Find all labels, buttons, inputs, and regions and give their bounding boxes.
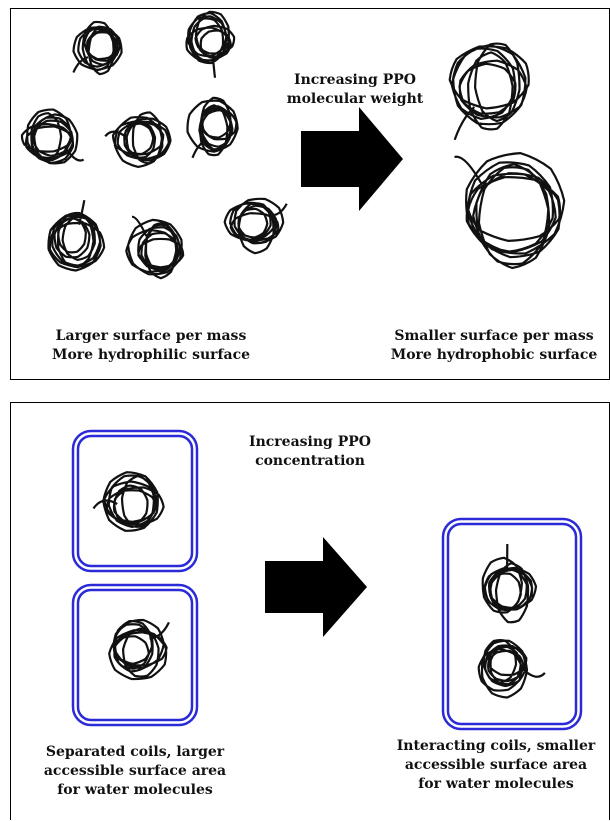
polymer-coil-icon xyxy=(185,10,236,78)
polymer-coil-icon xyxy=(186,96,239,159)
hydration-shell-merged-inner xyxy=(446,522,578,726)
interacting-coils-group xyxy=(92,471,546,699)
small-coils-group xyxy=(20,10,288,280)
polymer-coil-icon xyxy=(104,111,172,169)
polymer-coil-icon xyxy=(92,471,165,532)
caption-right-bottom: Interacting coils, smaller accessible su… xyxy=(396,738,596,792)
caption-right-top: Smaller surface per mass More hydrophobi… xyxy=(390,328,598,363)
concentration-illustration xyxy=(71,429,583,731)
polymer-coil-icon xyxy=(477,639,546,699)
panel-molecular-weight: Increasing PPO molecular weight Larger s… xyxy=(10,8,610,380)
hydration-shell-a-inner xyxy=(76,434,194,568)
arrow-label-concentration: Increasing PPO concentration xyxy=(249,434,371,469)
hydration-shell-merged-outer xyxy=(441,517,583,731)
large-coils-group xyxy=(448,42,566,270)
caption-left-top: Larger surface per mass More hydrophilic… xyxy=(51,328,251,363)
hydration-shell-b-inner xyxy=(76,588,194,722)
polymer-coil-icon xyxy=(448,42,530,141)
right-arrow-icon xyxy=(301,107,403,211)
polymer-coil-icon xyxy=(47,200,106,272)
arrow-label-molecular-weight: Increasing PPO molecular weight xyxy=(286,72,424,107)
right-arrow-icon xyxy=(265,537,367,637)
hydration-shell-a-outer xyxy=(71,429,199,573)
polymer-coil-icon xyxy=(223,197,288,255)
polymer-coil-icon xyxy=(454,151,566,270)
caption-left-bottom: Separated coils, larger accessible surfa… xyxy=(43,744,227,798)
polymer-coil-icon xyxy=(108,618,170,681)
panel-concentration: Increasing PPO concentration Separated c… xyxy=(10,402,610,820)
polymer-coil-icon xyxy=(125,215,185,280)
polymer-coil-icon xyxy=(72,20,123,76)
polymer-coil-icon xyxy=(481,543,538,624)
hydration-shell-b-outer xyxy=(71,583,199,727)
polymer-coil-icon xyxy=(20,108,85,165)
hydration-shells-group xyxy=(71,429,583,731)
molecular-weight-illustration xyxy=(20,10,566,280)
